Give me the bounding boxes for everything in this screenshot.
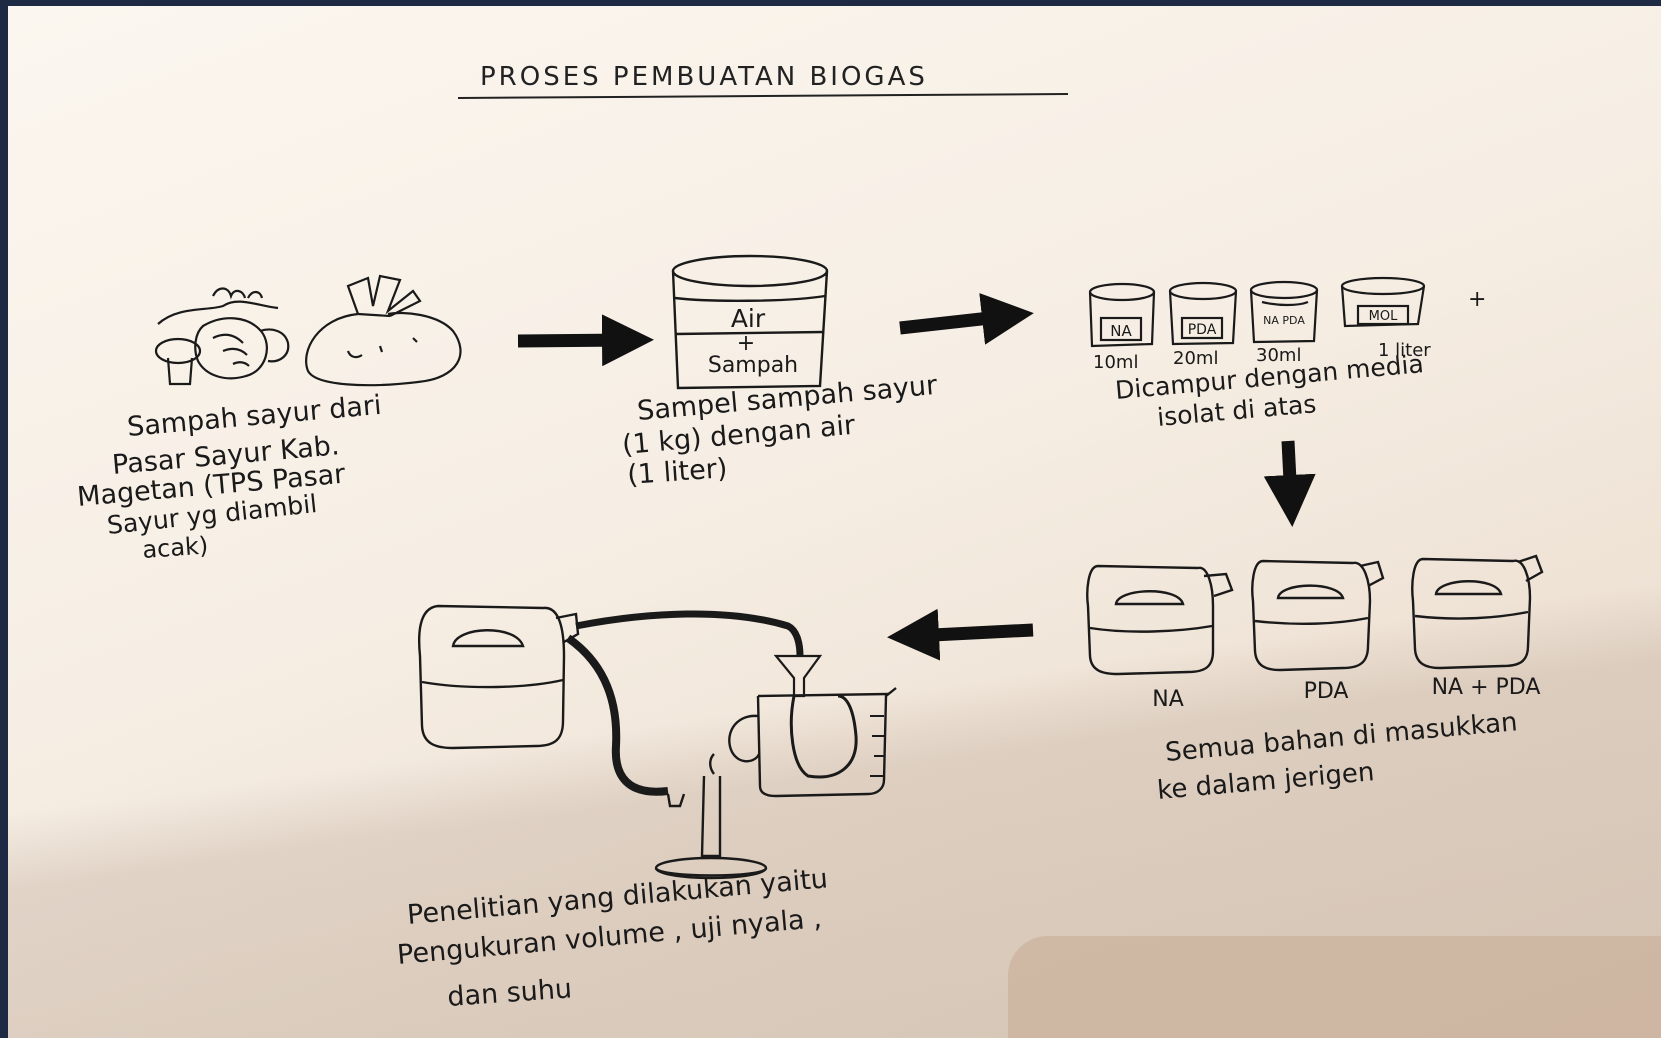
jar-na-pda: NA PDA	[1249, 280, 1319, 344]
step4-line-1: Semua bahan di masukkan	[1164, 707, 1519, 768]
jar-mol-volume: 1 liter	[1378, 340, 1431, 361]
jar-na-label: NA	[1110, 322, 1132, 340]
step1-line-1: Sampah sayur dari	[126, 390, 383, 443]
gas-hose	[565, 610, 804, 796]
step5-caption: Penelitian yang dilakukan yaitu Pengukur…	[396, 863, 829, 1013]
digester-jerrycan	[417, 604, 580, 750]
jar-pda-volume: 20ml	[1173, 348, 1218, 369]
jar-mol-label: MOL	[1369, 309, 1398, 324]
container-plus-label: +	[737, 331, 755, 356]
step1-caption: Sampah sayur dari Pasar Sayur Kab. Maget…	[76, 390, 383, 564]
plastic-bag-icon	[305, 274, 462, 387]
jerrycan-pda	[1251, 559, 1385, 672]
vegetable-waste-icon	[154, 287, 290, 386]
jerrycan-na	[1086, 564, 1234, 676]
step3-caption: Dicampur dengan media isolat di atas	[1114, 349, 1425, 432]
arrow-left	[887, 608, 1034, 661]
funnel-icon	[773, 654, 823, 698]
measuring-jug	[728, 687, 897, 798]
container-bottom-label: Sampah	[708, 353, 798, 378]
arrow-right-1	[517, 314, 654, 367]
jar-na: NA	[1088, 282, 1156, 348]
jar-pda-label: PDA	[1188, 322, 1217, 338]
jerrycan-na-pda	[1411, 554, 1544, 670]
paper-sheet: PROSES PEMBUATAN BIOGAS Sampah sayur dar…	[8, 6, 1661, 1038]
mixing-container-icon	[671, 254, 829, 390]
step1-line-5: acak)	[141, 531, 209, 564]
jerrycan-pda-label: PDA	[1304, 679, 1349, 704]
jerrycan-na-pda-label: NA + PDA	[1432, 675, 1541, 700]
jerrycan-na-label: NA	[1152, 687, 1184, 712]
step2-line-3: (1 liter)	[626, 453, 728, 491]
diagram-canvas: PROSES PEMBUATAN BIOGAS Sampah sayur dar…	[76, 62, 1544, 1013]
arrow-right-2	[899, 293, 1034, 345]
step5-line-3: dan suhu	[446, 973, 573, 1013]
arrow-down	[1263, 440, 1316, 527]
step4-caption: Semua bahan di masukkan ke dalam jerigen	[1156, 707, 1519, 806]
jar-na-volume: 10ml	[1093, 352, 1138, 373]
jar-plus-sign: +	[1468, 287, 1486, 312]
step2-caption: Sampel sampah sayur (1 kg) dengan air (1…	[621, 370, 939, 491]
jar-na-pda-label: NA PDA	[1263, 314, 1305, 327]
jar-na-pda-volume: 30ml	[1256, 345, 1301, 366]
hand-shadow	[1008, 936, 1661, 1038]
container-top-label: Air	[731, 304, 766, 333]
jar-pda: PDA	[1168, 281, 1238, 346]
title-underline	[457, 93, 1069, 99]
diagram-title: PROSES PEMBUATAN BIOGAS	[480, 62, 928, 92]
flame-test-burner	[654, 753, 768, 880]
jar-mol: MOL	[1340, 276, 1426, 328]
